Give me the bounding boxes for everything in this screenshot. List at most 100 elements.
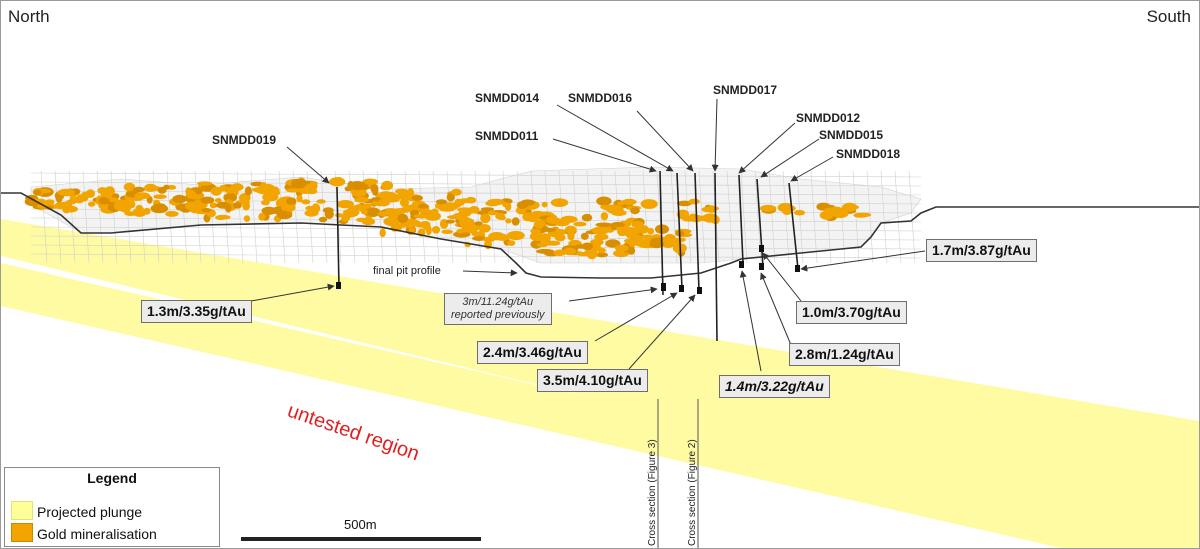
hole-label-snmdd017: SNMDD017 bbox=[713, 83, 778, 97]
gold-blob bbox=[261, 199, 270, 206]
gold-blob bbox=[536, 242, 549, 248]
gold-blob bbox=[97, 187, 108, 195]
gold-blob bbox=[536, 211, 545, 216]
gold-blob bbox=[258, 212, 266, 221]
gold-blob bbox=[522, 212, 535, 222]
gold-blob bbox=[545, 250, 555, 256]
leader-prev bbox=[568, 286, 658, 302]
leader-1-0m bbox=[762, 252, 802, 302]
hole-label-snmdd011: SNMDD011 bbox=[475, 129, 539, 143]
gold-blob bbox=[85, 189, 95, 198]
legend-label-gold: Gold mineralisation bbox=[37, 526, 157, 542]
gold-blob bbox=[446, 192, 455, 202]
gold-blob bbox=[215, 203, 224, 208]
gold-blob bbox=[87, 201, 96, 207]
gold-blob bbox=[352, 204, 367, 211]
gold-mineralisation bbox=[24, 176, 872, 260]
hole-label-snmdd016: SNMDD016 bbox=[568, 91, 633, 105]
gold-blob bbox=[480, 207, 494, 212]
gold-blob bbox=[471, 231, 480, 237]
gold-blob bbox=[33, 189, 42, 196]
gold-blob bbox=[365, 215, 373, 225]
gold-blob bbox=[396, 192, 412, 200]
gold-blob bbox=[502, 202, 511, 208]
gold-blob bbox=[167, 185, 177, 190]
gold-blob bbox=[632, 234, 642, 242]
gold-blob bbox=[305, 205, 315, 211]
hole-label-snmdd014: SNMDD014 bbox=[475, 91, 540, 105]
gold-blob bbox=[351, 188, 367, 197]
gold-blob bbox=[590, 238, 604, 246]
gold-blob bbox=[480, 213, 491, 224]
gold-blob bbox=[478, 224, 491, 233]
gold-blob bbox=[107, 186, 114, 195]
trace-snmdd014 bbox=[676, 172, 683, 290]
cross-section-lines bbox=[657, 399, 699, 548]
gold-blob bbox=[842, 202, 858, 212]
gold-blob bbox=[379, 228, 386, 238]
intercept-2-4m: 2.4m/3.46g/tAu bbox=[477, 341, 588, 364]
gold-blob bbox=[322, 207, 334, 214]
gold-blob bbox=[445, 219, 455, 224]
gold-blob bbox=[507, 230, 525, 241]
gold-blob bbox=[563, 247, 577, 256]
gold-blob bbox=[225, 203, 232, 213]
gold-blob bbox=[596, 196, 612, 206]
south-label: South bbox=[1146, 7, 1191, 26]
trace-snmdd015 bbox=[756, 178, 764, 268]
pit-profile-label: final pit profile bbox=[373, 265, 441, 277]
gold-blob bbox=[304, 184, 314, 194]
gold-blob bbox=[291, 178, 308, 189]
gold-blob bbox=[498, 215, 506, 221]
gold-blob bbox=[676, 209, 690, 220]
gold-blob bbox=[113, 201, 124, 211]
scale-bar bbox=[241, 537, 481, 541]
gold-blob bbox=[397, 213, 409, 224]
gold-blob bbox=[200, 196, 215, 204]
gold-blob bbox=[224, 186, 235, 194]
gold-blob bbox=[553, 249, 566, 257]
leader-2-8m bbox=[760, 272, 792, 346]
gold-blob bbox=[304, 209, 319, 217]
gold-blob bbox=[439, 206, 455, 212]
gold-blob bbox=[153, 194, 167, 199]
marker-6 bbox=[759, 245, 764, 252]
leader-2-4m bbox=[594, 292, 678, 342]
gold-blob bbox=[621, 227, 639, 237]
gold-blob bbox=[201, 208, 212, 213]
legend-label-plunge: Projected plunge bbox=[37, 504, 143, 520]
gold-blob bbox=[157, 186, 167, 194]
gold-blob bbox=[261, 206, 277, 215]
hole-label-snmdd018: SNMDD018 bbox=[836, 147, 901, 161]
leader-snmdd015 bbox=[760, 138, 820, 178]
gold-blob bbox=[377, 211, 391, 216]
legend: Legend Projected plunge Gold mineralisat… bbox=[4, 467, 220, 547]
gold-blob bbox=[550, 198, 569, 208]
marker-7 bbox=[759, 263, 764, 270]
gold-blob bbox=[69, 194, 78, 205]
gold-blob bbox=[507, 240, 516, 247]
gold-blob bbox=[318, 216, 328, 223]
gold-blob bbox=[388, 197, 400, 203]
previous-intercept-box: 3m/11.24g/tAu reported previously bbox=[444, 293, 552, 325]
trace-snmdd017 bbox=[714, 172, 718, 342]
gold-blob bbox=[399, 197, 410, 208]
gold-blob bbox=[144, 183, 157, 192]
gold-blob bbox=[441, 229, 454, 234]
hole-label-snmdd012: SNMDD012 bbox=[796, 111, 861, 125]
intercept-3-5m: 3.5m/4.10g/tAu bbox=[537, 369, 648, 392]
gold-blob bbox=[600, 212, 609, 221]
gold-blob bbox=[584, 249, 598, 256]
gold-blob bbox=[474, 221, 483, 226]
gold-blob bbox=[516, 201, 528, 209]
gold-blob bbox=[543, 227, 557, 232]
gold-blob bbox=[598, 226, 606, 231]
gold-blob bbox=[190, 207, 203, 214]
gold-blob bbox=[232, 202, 242, 209]
gold-blob bbox=[472, 236, 487, 241]
gold-blob bbox=[676, 200, 693, 207]
gold-blob bbox=[627, 246, 636, 255]
gold-blob bbox=[123, 182, 136, 192]
